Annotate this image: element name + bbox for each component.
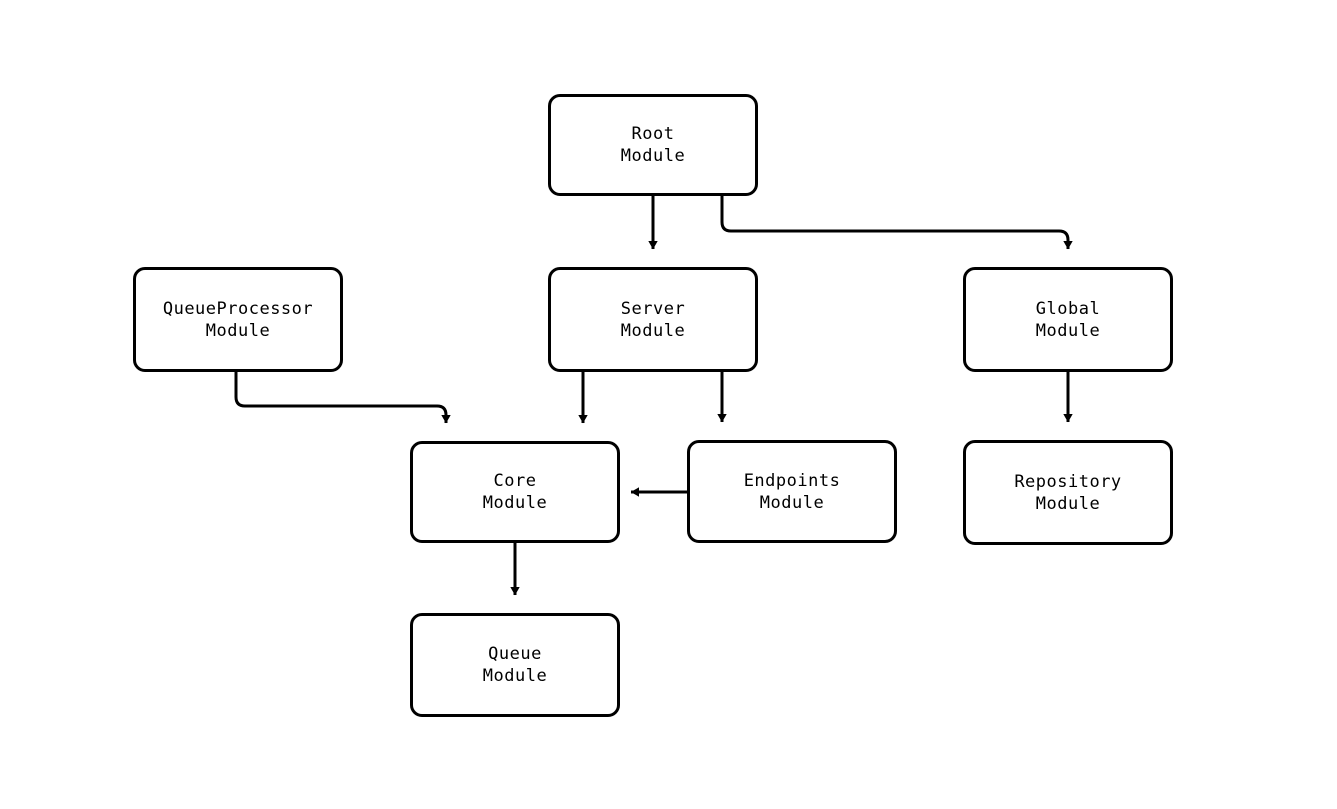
global-module-label-line2: Module <box>1035 320 1101 341</box>
core-module-node[interactable]: Core Module <box>410 441 620 543</box>
queue-module-label-line1: Queue <box>488 644 542 664</box>
server-module-node[interactable]: Server Module <box>548 267 758 372</box>
queueprocessor-module-label-line2: Module <box>205 320 271 341</box>
repository-module-label-line2: Module <box>1035 493 1101 514</box>
endpoints-module-node[interactable]: Endpoints Module <box>687 440 897 543</box>
repository-module-node[interactable]: Repository Module <box>963 440 1173 545</box>
root-module-node[interactable]: Root Module <box>548 94 758 196</box>
root-module-label-line1: Root <box>631 124 675 144</box>
server-module-label-line1: Server <box>620 298 686 319</box>
global-module-label-line1: Global <box>1035 298 1101 319</box>
root-module-label-line2: Module <box>620 146 686 166</box>
edge-root-to-global <box>720 196 1073 250</box>
queueprocessor-module-node[interactable]: QueueProcessor Module <box>133 267 343 372</box>
server-module-label-line2: Module <box>620 320 686 341</box>
repository-module-label-line1: Repository <box>1014 471 1122 492</box>
queue-module-node[interactable]: Queue Module <box>410 613 620 717</box>
queueprocessor-module-label-line1: QueueProcessor <box>162 298 314 319</box>
core-module-label-line1: Core <box>493 471 537 491</box>
global-module-node[interactable]: Global Module <box>963 267 1173 372</box>
endpoints-module-label-line1: Endpoints <box>743 470 841 491</box>
edge-queueprocessor-to-core <box>234 372 451 424</box>
endpoints-module-label-line2: Module <box>759 492 825 513</box>
queue-module-label-line2: Module <box>482 666 548 686</box>
core-module-label-line2: Module <box>482 493 548 513</box>
